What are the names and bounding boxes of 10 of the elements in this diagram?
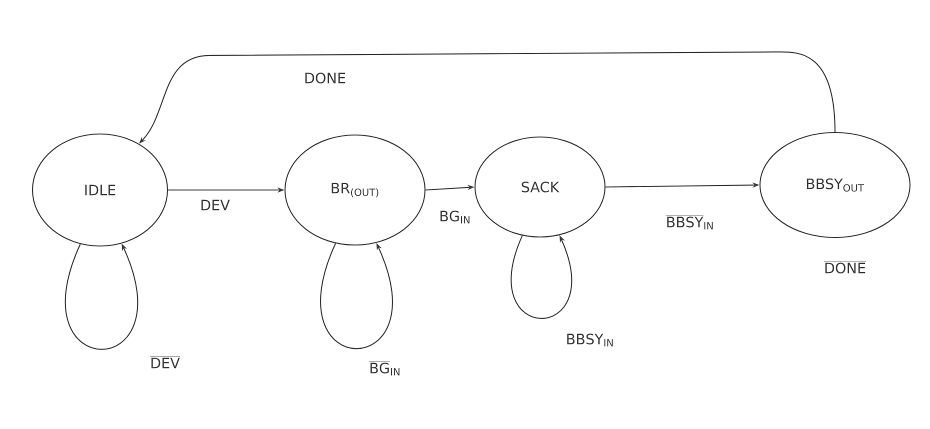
edge-label: $\mathrm{BBSY}_{\mathrm{IN}}$ (564, 332, 616, 348)
edge-label: $\mathrm{DONE}$ (302, 72, 348, 84)
edge-label: $\mathrm{DEV}$ (199, 198, 231, 212)
transition-label: $\overline{\mathrm{DONE}}$ (824, 261, 866, 274)
edge-label: $\overline{\mathrm{BG}}_{\mathrm{IN}}$ (368, 360, 402, 376)
edge-label: $\overline{\mathrm{BBSY}}_{\mathrm{IN}}$ (664, 214, 716, 230)
edge-label: $\mathrm{BG}_{\mathrm{IN}}$ (438, 210, 472, 224)
self-loop-arrow (64, 244, 138, 350)
self-loop-arrow (510, 235, 572, 319)
edge-label: $\overline{\mathrm{DEV}}$ (149, 354, 181, 370)
